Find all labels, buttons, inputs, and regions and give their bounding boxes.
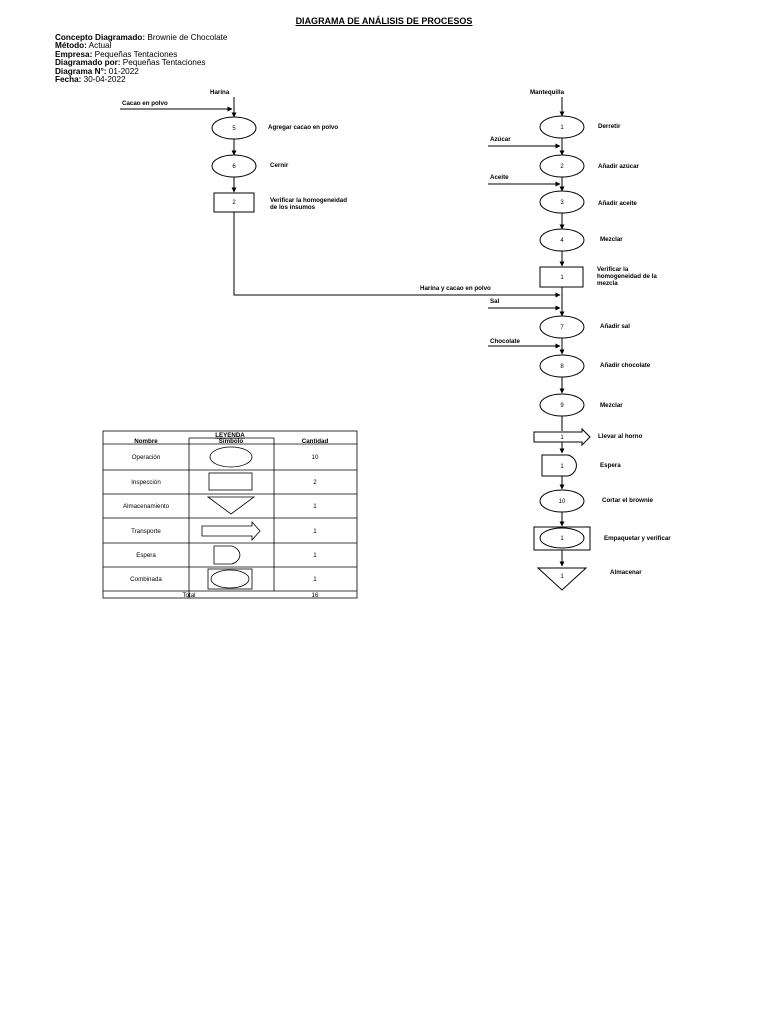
input-cacao: Cacao en polvo <box>122 100 168 107</box>
legend-total-value: 16 <box>312 592 319 599</box>
step-label: Añadir chocolate <box>600 362 651 369</box>
legend-row-cantidad: 1 <box>313 552 317 559</box>
header-concepto: Concepto Diagramado: Brownie de Chocolat… <box>55 33 228 42</box>
step-label: de los insumos <box>270 204 316 211</box>
step-label: Añadir aceite <box>598 200 637 207</box>
step-number: 5 <box>232 126 236 132</box>
step-label: Derretir <box>598 123 621 130</box>
step-number: 1 <box>560 275 564 281</box>
input-mantequilla: Mantequilla <box>530 89 565 96</box>
step-number: 1 <box>560 435 564 441</box>
inspection-symbol <box>213 192 255 213</box>
step-label: Mezclar <box>600 236 623 243</box>
operation-symbol <box>539 315 585 339</box>
step-number: 1 <box>560 536 564 542</box>
transport-symbol <box>533 427 591 447</box>
operation-symbol <box>211 154 257 178</box>
step-label: Llevar al horno <box>598 433 643 440</box>
step-number: 10 <box>559 499 566 505</box>
header-diagrama: Diagrama N°: 01-2022 <box>55 66 139 76</box>
input-azucar: Azúcar <box>490 136 511 143</box>
step-label: mezcla <box>597 280 618 287</box>
legend-row-cantidad: 10 <box>312 454 319 461</box>
legend-operation-symbol <box>209 446 253 468</box>
combined-operation-symbol <box>539 527 585 549</box>
step-number: 1 <box>560 464 564 470</box>
legend-combined-inner-symbol <box>210 569 250 589</box>
page-title: DIAGRAMA DE ANÁLISIS DE PROCESOS <box>295 16 473 26</box>
step-number: 9 <box>560 403 564 409</box>
input-chocolate: Chocolate <box>490 338 520 345</box>
step-label: Cortar el brownie <box>602 497 653 504</box>
input-aceite: Aceite <box>490 174 509 181</box>
header-block: Concepto Diagramado: Brownie de Chocolat… <box>55 33 228 85</box>
step-label: Almacenar <box>610 569 642 576</box>
operation-symbol <box>539 393 585 417</box>
step-label: Verificar la <box>597 266 629 273</box>
legend-col-simbolo: Símbolo <box>219 438 244 445</box>
legend-row-nombre: Almacenamiento <box>123 503 170 510</box>
step-label: Cernir <box>270 162 289 169</box>
legend-row-cantidad: 1 <box>313 528 317 535</box>
step-label: Mezclar <box>600 402 623 409</box>
operation-symbol <box>539 228 585 252</box>
step-number: 3 <box>560 200 564 206</box>
step-number: 6 <box>232 164 236 170</box>
step-number: 1 <box>560 574 564 580</box>
step-label: homogeneidad de la <box>597 273 657 280</box>
step-label: Añadir azúcar <box>598 163 640 170</box>
step-label: Verificar la homogeneidad <box>270 197 347 204</box>
step-number: 7 <box>560 325 564 331</box>
header-fecha: Fecha: 30-04-2022 <box>55 75 126 85</box>
legend-row-cantidad: 1 <box>313 503 317 510</box>
header-empresa: Empresa: Pequeñas Tentaciones <box>55 49 178 59</box>
legend-storage-symbol <box>206 496 256 515</box>
legend-row-nombre: Operación <box>132 454 161 461</box>
step-number: 2 <box>232 200 236 206</box>
legend-row-cantidad: 1 <box>313 576 317 583</box>
step-number: 4 <box>560 238 564 244</box>
header-diagramado: Diagramado por: Pequeñas Tentaciones <box>55 58 206 68</box>
operation-symbol <box>539 115 585 139</box>
header-metodo: Método: Actual <box>55 41 112 51</box>
legend-title: LEYENDA <box>215 432 245 439</box>
legend-col-cantidad: Cantidad <box>302 438 329 445</box>
step-label: Empaquetar y verificar <box>604 535 671 542</box>
flow-line <box>233 211 561 298</box>
operation-symbol <box>539 190 585 214</box>
input-harina-cacao: Harina y cacao en polvo <box>420 285 491 292</box>
step-label: Espera <box>600 462 621 469</box>
legend-row-nombre: Inspección <box>131 479 161 486</box>
step-number: 2 <box>560 164 564 170</box>
legend-transport-symbol <box>201 520 261 542</box>
step-number: 1 <box>560 125 564 131</box>
operation-symbol <box>539 154 585 178</box>
delay-symbol <box>541 454 577 477</box>
legend-delay-symbol <box>213 545 241 565</box>
legend-row-nombre: Espera <box>136 552 156 559</box>
legend-row-nombre: Combinada <box>130 576 162 583</box>
step-label: Agregar cacao en polvo <box>268 124 338 131</box>
legend-inspection-symbol <box>208 472 253 491</box>
legend-row-nombre: Transporte <box>131 528 161 535</box>
storage-symbol <box>536 567 588 591</box>
legend-total-label: Total <box>182 592 195 599</box>
operation-symbol <box>539 354 585 378</box>
step-number: 8 <box>560 364 564 370</box>
legend-col-nombre: Nombre <box>134 438 158 445</box>
input-sal: Sal <box>490 298 500 305</box>
operation-symbol <box>211 116 257 140</box>
step-label: Añadir sal <box>600 323 630 330</box>
operation-symbol <box>539 489 585 513</box>
legend-row-cantidad: 2 <box>313 479 317 486</box>
input-harina: Harina <box>210 89 230 96</box>
legend-table: LEYENDA Nombre Símbolo Cantidad Operació… <box>102 430 358 599</box>
inspection-symbol <box>539 266 584 288</box>
